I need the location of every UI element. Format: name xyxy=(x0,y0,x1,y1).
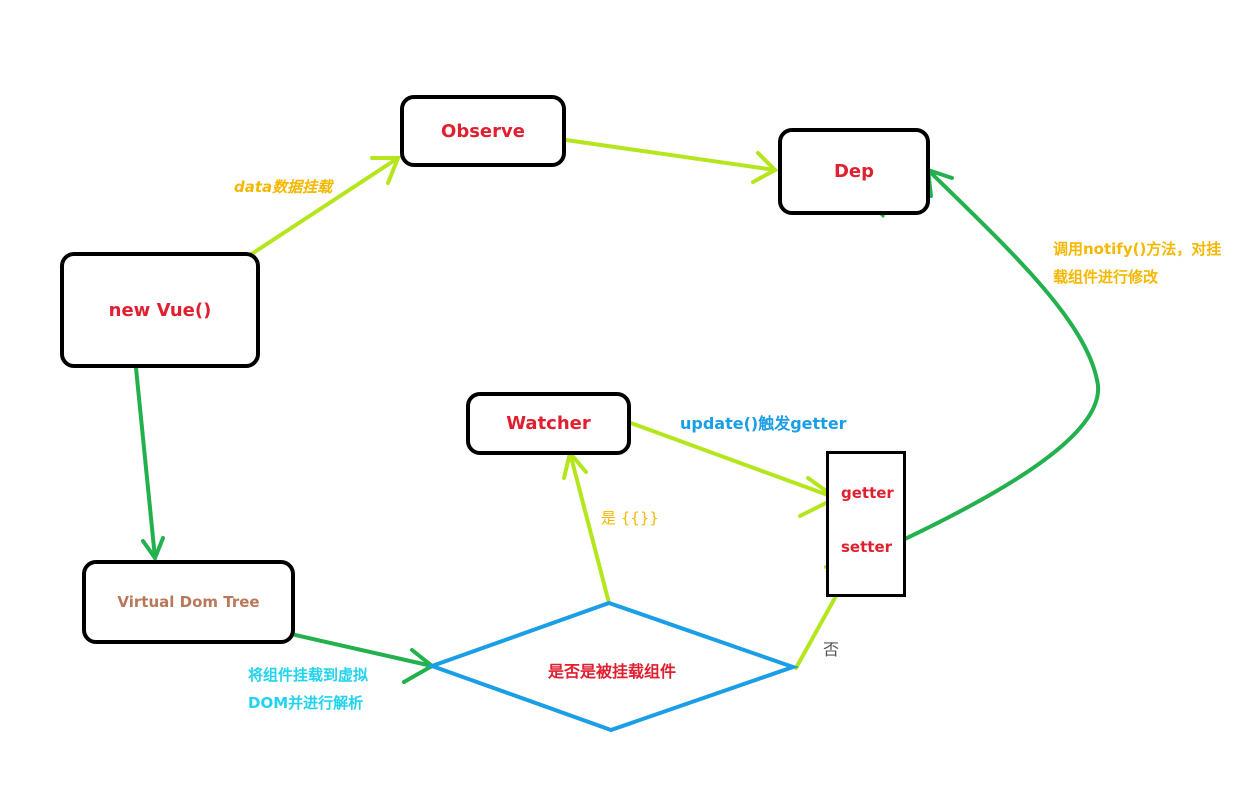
arrow-decision-to-watcher xyxy=(562,448,611,605)
arrow-observe-to-dep xyxy=(564,138,779,184)
decision-label: 是否是被挂载组件 xyxy=(548,662,677,681)
arrow-vue-to-vdom xyxy=(134,366,165,563)
arrow-vue-to-observe xyxy=(248,156,401,257)
node-watcher: Watcher xyxy=(466,392,631,455)
label-no: 否 xyxy=(823,640,840,659)
node-watcher-label: Watcher xyxy=(506,413,591,434)
getter-label: getter xyxy=(841,484,894,502)
node-dep: Dep xyxy=(778,128,930,215)
setter-label: setter xyxy=(841,538,893,556)
label-notify-line1: 调用notify()方法，对挂 xyxy=(1053,240,1222,258)
decision-diamond xyxy=(426,600,800,733)
label-notify-line2: 载组件进行修改 xyxy=(1053,268,1159,286)
arrow-watcher-to-getter xyxy=(626,420,840,518)
label-yes: 是 {{}} xyxy=(601,509,659,527)
label-mount-line2: DOM并进行解析 xyxy=(248,694,364,712)
label-data-mount: data数据挂载 xyxy=(234,178,333,196)
node-observe-label: Observe xyxy=(441,120,525,142)
label-mount-line1: 将组件挂载到虚拟 xyxy=(248,666,369,684)
arrow-setter-to-dep xyxy=(886,167,1101,549)
node-dep-label: Dep xyxy=(833,161,875,182)
label-update-getter: update()触发getter xyxy=(680,414,847,433)
node-new-vue: new Vue() xyxy=(60,252,260,368)
node-virtual-dom-tree: Virtual Dom Tree xyxy=(82,560,295,644)
node-observe: Observe xyxy=(400,95,566,167)
node-new-vue-label: new Vue() xyxy=(108,299,212,321)
getter-setter-box: getter setter xyxy=(826,451,906,597)
node-virtual-dom-tree-label: Virtual Dom Tree xyxy=(117,593,260,611)
